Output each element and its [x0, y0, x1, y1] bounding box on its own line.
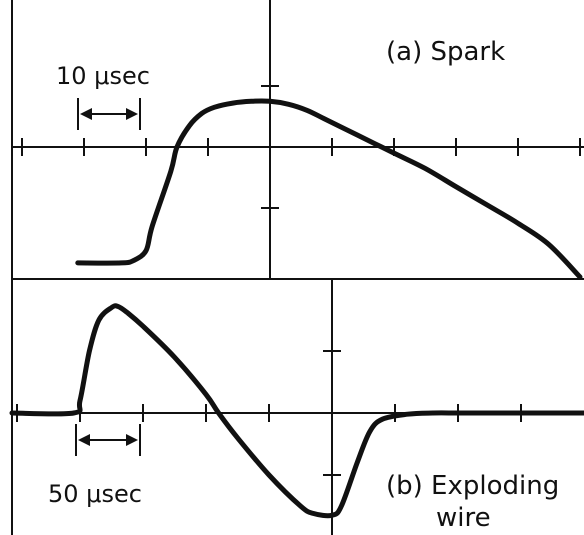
- panel-b-label-line2: wire: [436, 503, 491, 533]
- panel-a-label: (a) Spark: [386, 37, 505, 67]
- panel-a-scale-label: 10 μsec: [56, 62, 150, 90]
- panel-a-ticks: [21, 85, 581, 209]
- spark-trace: [75, 98, 583, 280]
- scale-bar-b-right-arrow: [126, 434, 138, 446]
- exploding-wire-trace: [9, 303, 584, 519]
- panel-b-label-line1: (b) Exploding: [386, 471, 559, 501]
- panel-b-scale-bar: [75, 424, 141, 456]
- scale-bar-a-right-arrow: [126, 108, 138, 120]
- panel-a-axes: [12, 0, 584, 279]
- scale-bar-b-left-arrow: [78, 434, 90, 446]
- scale-bar-a-left-arrow: [80, 108, 92, 120]
- panel-b-scale-label: 50 μsec: [48, 480, 142, 508]
- panel-a-scale-bar: [77, 98, 141, 130]
